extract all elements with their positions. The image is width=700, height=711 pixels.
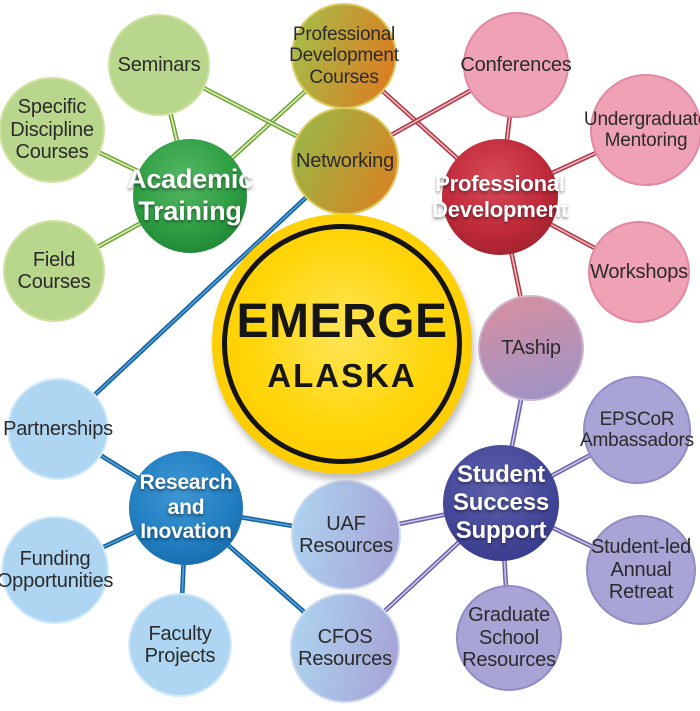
node-pdhub: Professional Development (432, 139, 568, 255)
node-label-retreat: Student-led Annual Retreat (590, 536, 692, 604)
node-gradschool: Graduate School Resources (456, 585, 562, 691)
node-label-pdhub: Professional Development (432, 171, 568, 222)
node-label-academic: Academic Training (127, 164, 253, 226)
node-seminars: Seminars (108, 14, 210, 116)
node-taship: TAship (478, 295, 584, 401)
node-pdcourses: Professional Development Courses (289, 3, 399, 109)
node-label-workshops: Workshops (590, 260, 688, 283)
node-networking: Networking (291, 107, 399, 215)
node-label-research: Research and Inovation (139, 470, 233, 544)
node-label-specific: Specific Discipline Courses (10, 96, 94, 164)
node-epscor: EPSCoR Ambassadors (580, 376, 694, 484)
center-subtitle: ALASKA (267, 356, 417, 394)
node-workshops: Workshops (588, 221, 690, 323)
node-label-cfos: CFOS Resources (298, 625, 392, 670)
node-faculty: Faculty Projects (128, 593, 232, 697)
node-funding: Funding Opportunities (0, 516, 113, 624)
node-cfos: CFOS Resources (290, 593, 400, 703)
node-label-gradschool: Graduate School Resources (462, 604, 556, 672)
node-retreat: Student-led Annual Retreat (586, 515, 696, 625)
node-partnerships: Partnerships (3, 378, 113, 480)
node-uaf: UAF Resources (291, 480, 401, 590)
node-label-studenthub: Student Success Support (452, 460, 549, 545)
node-studenthub: Student Success Support (443, 445, 559, 561)
node-label-field: Field Courses (17, 248, 91, 293)
node-label-pdcourses: Professional Development Courses (289, 24, 399, 88)
node-label-conferences: Conferences (460, 53, 572, 76)
node-mentoring: Undergraduate Mentoring (584, 74, 700, 186)
node-label-seminars: Seminars (117, 53, 201, 76)
node-label-epscor: EPSCoR Ambassadors (580, 408, 694, 451)
node-conferences: Conferences (460, 12, 572, 118)
node-research: Research and Inovation (129, 451, 243, 565)
edge-networking-partnerships (56, 159, 347, 431)
node-label-uaf: UAF Resources (299, 512, 393, 557)
node-label-taship: TAship (501, 336, 561, 359)
node-label-networking: Networking (295, 149, 395, 172)
node-label-partnerships: Partnerships (3, 417, 113, 440)
node-field: Field Courses (3, 220, 105, 322)
node-label-funding: Funding Opportunities (0, 547, 114, 592)
node-label-faculty: Faculty Projects (144, 622, 216, 667)
center-node-emerge-alaska: EMERGE ALASKA (212, 214, 472, 474)
node-academic: Academic Training (127, 139, 253, 253)
center-title: EMERGE (236, 294, 448, 348)
node-label-mentoring: Undergraduate Mentoring (583, 108, 700, 151)
center-ring: EMERGE ALASKA (222, 224, 462, 464)
node-specific: Specific Discipline Courses (0, 77, 105, 183)
